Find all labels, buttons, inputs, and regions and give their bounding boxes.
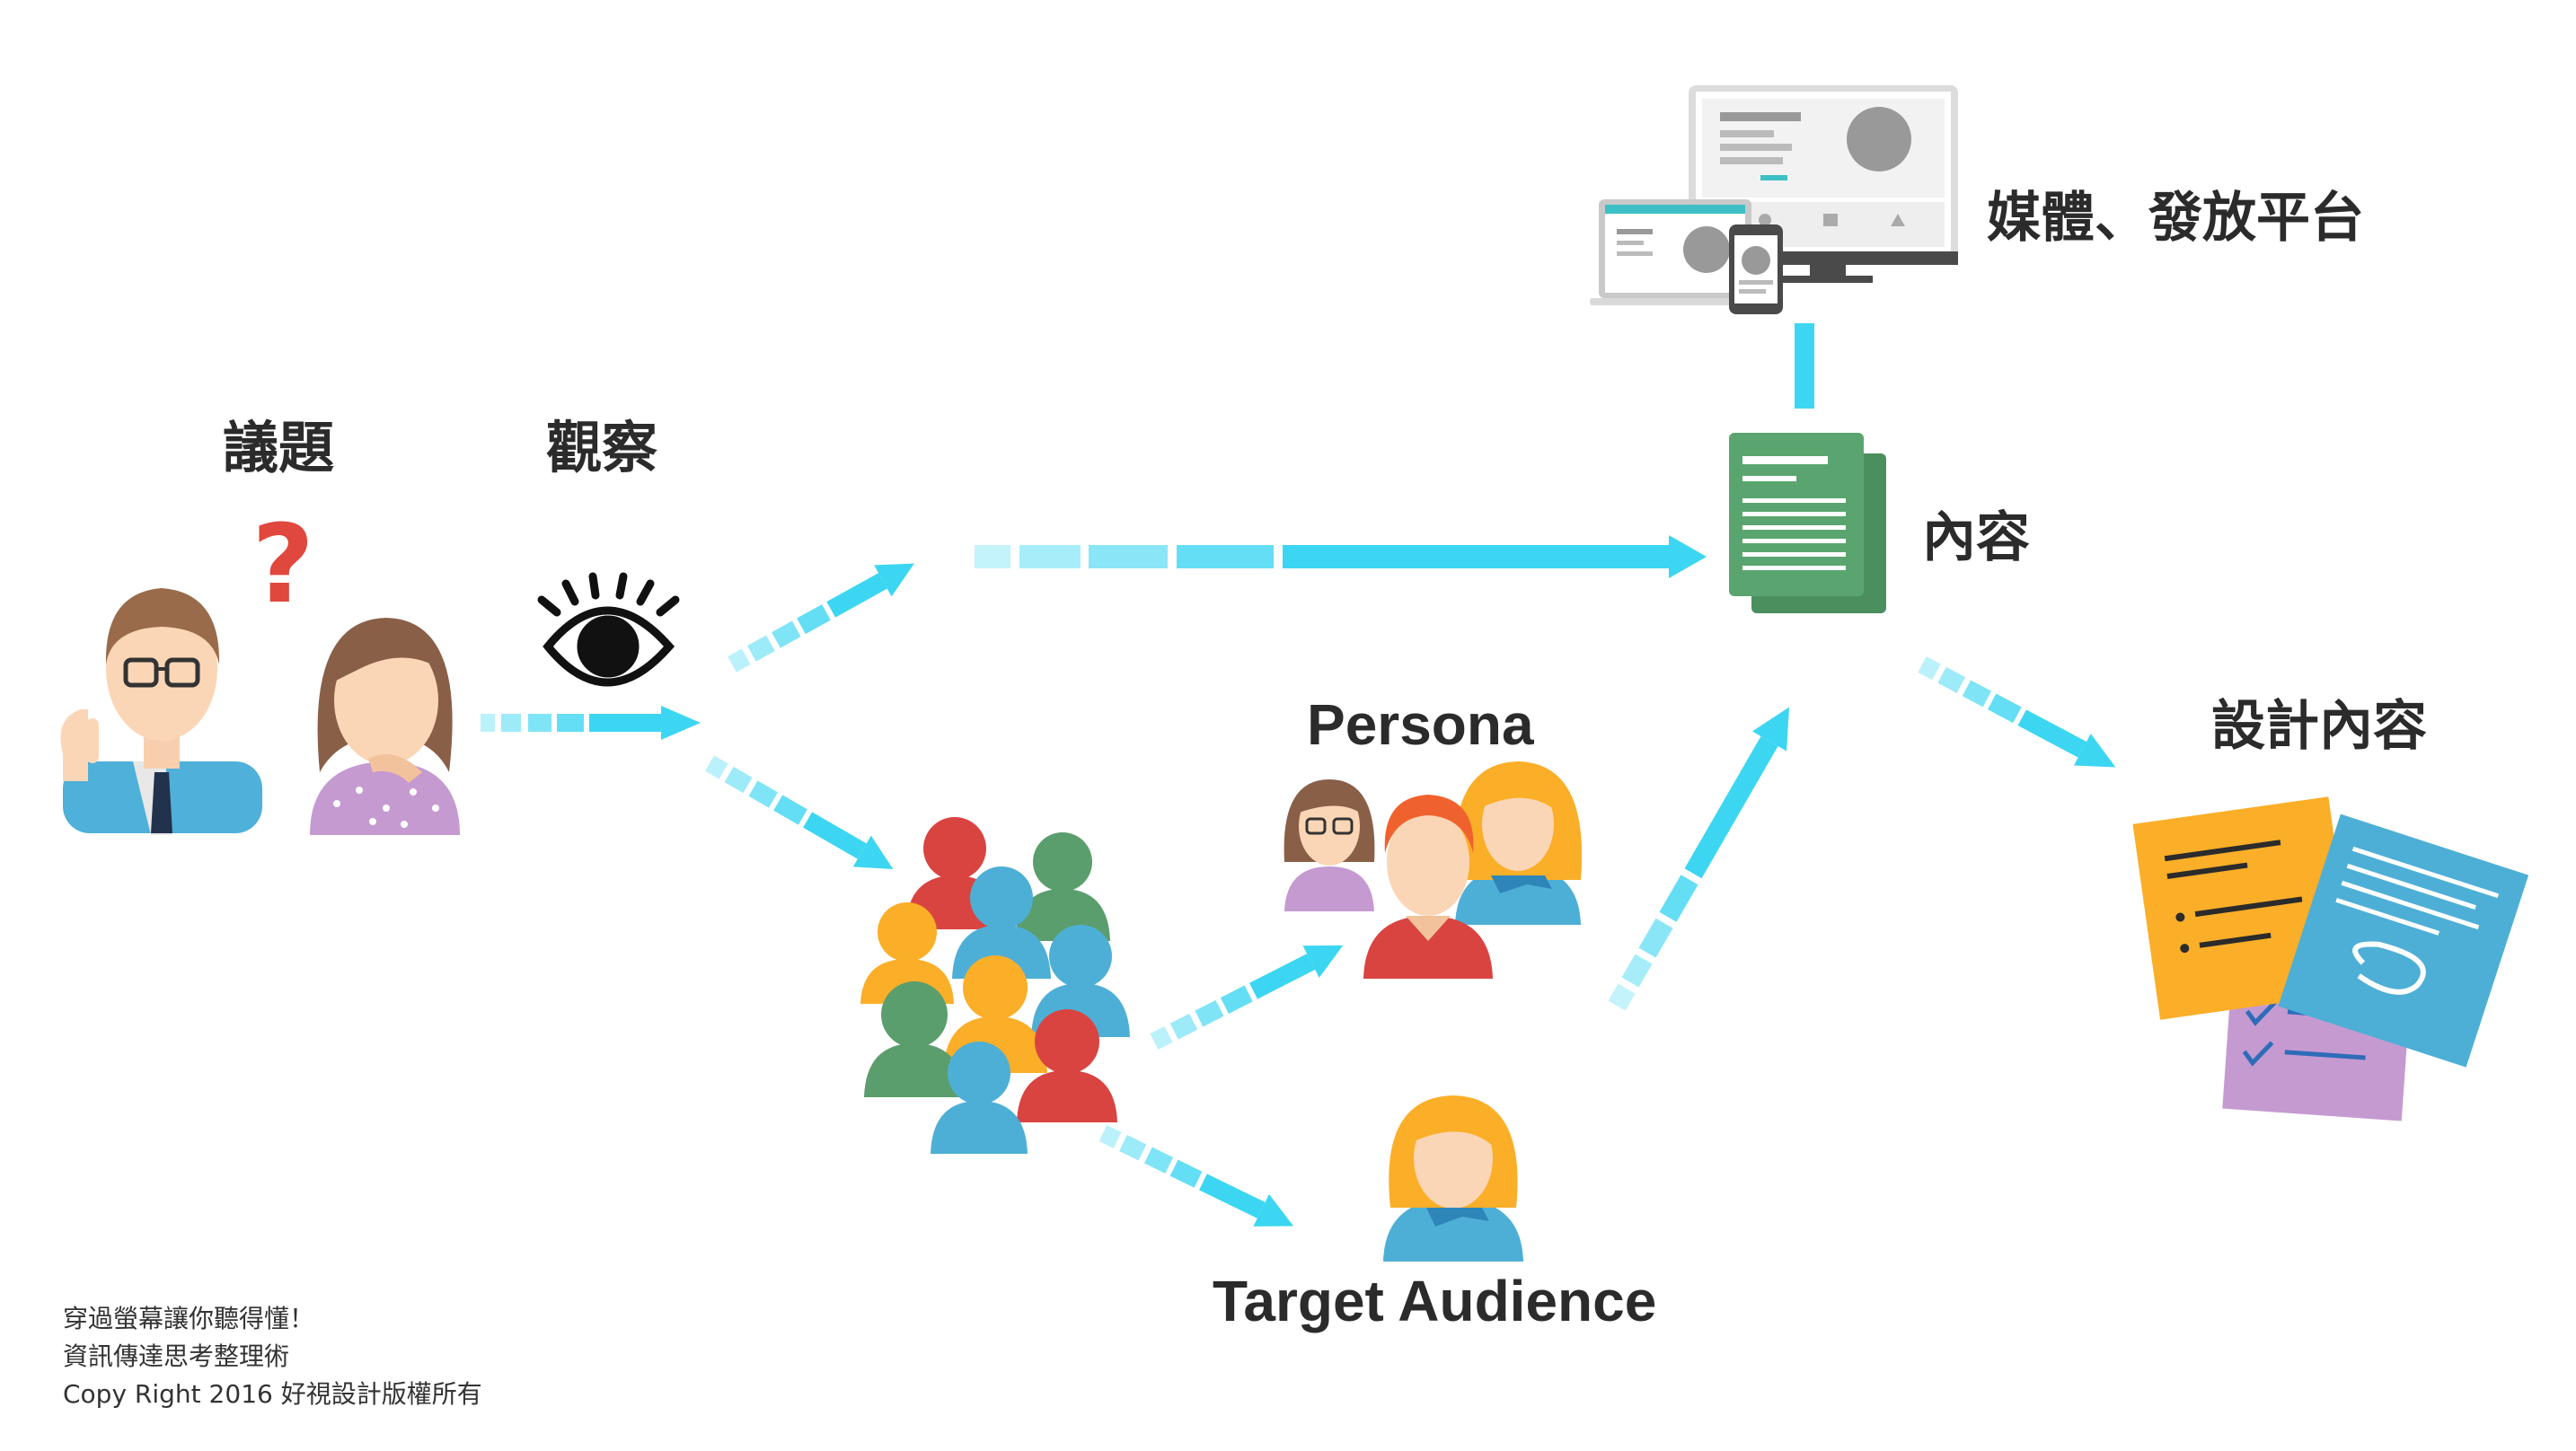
label-content: 內容 — [1922, 506, 2030, 569]
footer-line-3: Copy Right 2016 好視設計版權所有 — [63, 1379, 482, 1409]
arrow-eye-up — [728, 563, 914, 673]
connector-devices-content — [1795, 323, 1814, 409]
arrow-to-content-diagonal — [1608, 707, 1789, 1011]
footer-line-2: 資訊傳達思考整理術 — [63, 1341, 290, 1371]
sticky-notes-icon — [2132, 796, 2529, 1121]
arrow-crowd-to-persona — [1150, 945, 1344, 1050]
arrow-crowd-to-target — [1098, 1125, 1294, 1227]
label-media-platform: 媒體、發放平台 — [1987, 187, 2364, 250]
arrows — [481, 323, 2116, 1227]
label-issue: 議題 — [223, 415, 335, 480]
crowd-icon — [860, 817, 1130, 1154]
document-icon — [1729, 433, 1886, 613]
arrow-eye-to-crowd — [705, 755, 894, 869]
label-persona: Persona — [1307, 692, 1534, 757]
devices-icon — [1590, 85, 1958, 314]
question-mark-icon: ? — [251, 503, 314, 628]
arrow-people-to-eye — [481, 706, 701, 740]
eye-icon — [537, 572, 680, 687]
footer-credits: 穿過螢幕讓你聽得懂！ 資訊傳達思考整理術 Copy Right 2016 好視設… — [63, 1300, 482, 1413]
label-target-audience: Target Audience — [1213, 1269, 1657, 1333]
persona-group-icon — [1284, 761, 1583, 979]
label-design-content: 設計內容 — [2211, 695, 2427, 758]
woman-thinking-icon — [310, 618, 460, 835]
footer-line-1: 穿過螢幕讓你聽得懂！ — [63, 1304, 315, 1333]
arrow-content-to-design — [1918, 656, 2116, 768]
arrow-to-content — [975, 535, 1707, 578]
man-with-glasses-icon — [60, 588, 262, 835]
target-audience-icon — [1383, 1095, 1523, 1262]
label-observe: 觀察 — [546, 415, 658, 480]
